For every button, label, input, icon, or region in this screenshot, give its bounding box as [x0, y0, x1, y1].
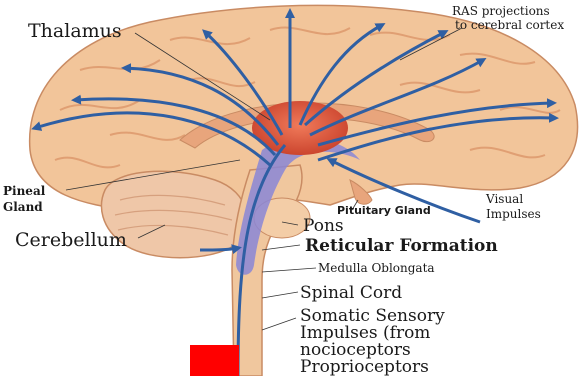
label-pineal-line1: Pineal [3, 185, 45, 197]
label-cerebellum: Cerebellum [15, 231, 127, 250]
label-visual-line1: Visual [486, 193, 523, 205]
label-pituitary-gland: Pituitary Gland [337, 205, 431, 216]
label-thalamus: Thalamus [28, 22, 122, 41]
label-somatic-line4: Proprioceptors [300, 359, 429, 376]
label-ras-line2: to cerebral cortex [455, 19, 564, 31]
label-visual-line2: Impulses [486, 208, 541, 220]
red-marker-box [190, 345, 239, 376]
label-spinal-cord: Spinal Cord [300, 285, 402, 302]
label-reticular-formation: Reticular Formation [305, 238, 498, 255]
label-ras-line1: RAS projections [452, 5, 550, 17]
label-pineal-line2: Gland [3, 201, 43, 213]
label-medulla-oblongata: Medulla Oblongata [318, 262, 435, 274]
label-pons: Pons [303, 218, 344, 235]
